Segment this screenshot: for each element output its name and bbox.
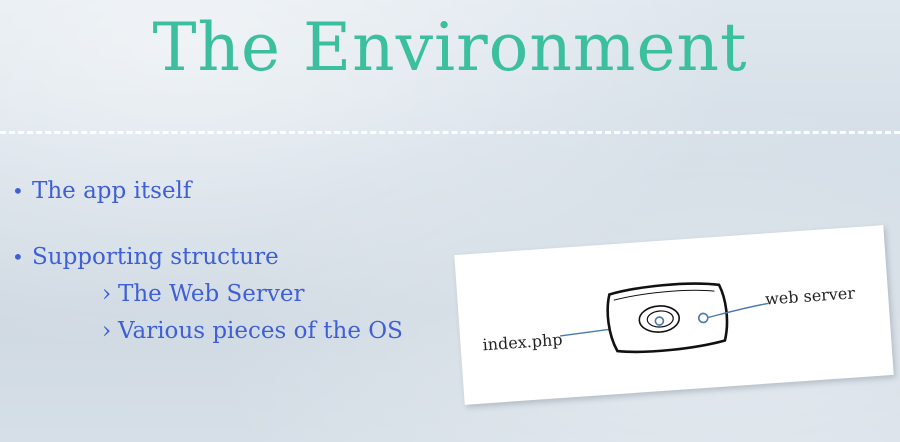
connection-line-right	[707, 302, 769, 319]
bullet-item: • The app itself	[12, 172, 403, 210]
bullet-text: Supporting structure	[32, 244, 279, 270]
bullet-list: • The app itself • Supporting structure …	[12, 172, 403, 350]
app-node-icon	[638, 305, 681, 333]
diagram-paper: index.php web server	[454, 225, 894, 405]
chevron-right-icon: ›	[102, 281, 112, 307]
connection-port-icon	[697, 312, 709, 324]
bullet-dot-icon: •	[12, 245, 24, 269]
sub-bullet-list: › The Web Server › Various pieces of the…	[32, 276, 403, 350]
diagram-drawing	[560, 282, 769, 354]
bullet-dot-icon: •	[12, 179, 24, 203]
sub-bullet-item: › The Web Server	[102, 276, 403, 313]
dashed-divider	[0, 131, 900, 134]
sub-bullet-item: › Various pieces of the OS	[102, 313, 403, 350]
bullet-item: • Supporting structure › The Web Server …	[12, 238, 403, 350]
chevron-right-icon: ›	[102, 318, 112, 344]
slide-title: The Environment	[152, 9, 748, 86]
diagram-card: index.php web server	[454, 225, 894, 405]
bullet-text: The app itself	[32, 178, 192, 204]
sub-bullet-text: Various pieces of the OS	[118, 318, 403, 344]
sub-bullet-text: The Web Server	[118, 281, 305, 307]
